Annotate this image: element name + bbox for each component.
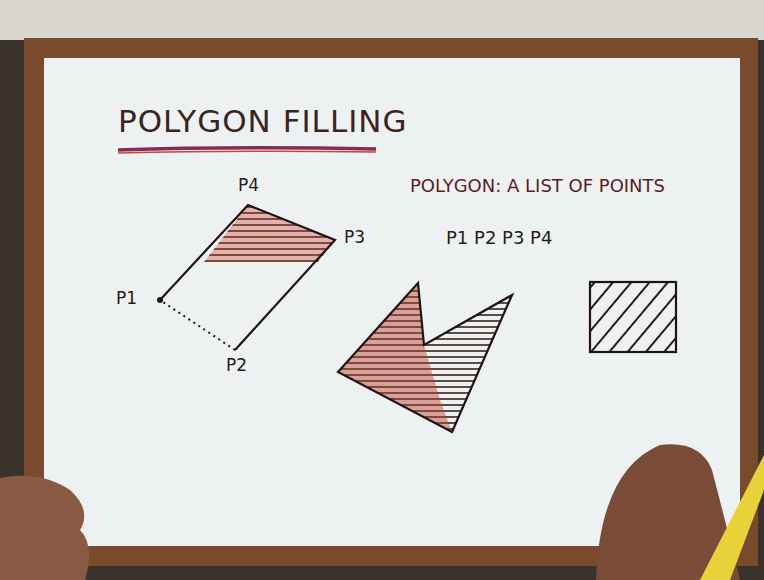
title-underline [118, 151, 376, 153]
point-label: P3 [344, 228, 365, 247]
point-label: P1 [116, 289, 137, 308]
point-label: P4 [238, 176, 259, 195]
note-text: POLYGON: A LIST OF POINTS [410, 176, 665, 196]
polygon-edge-dotted [160, 300, 235, 350]
hatch-fill [338, 283, 452, 432]
polygon-edge [160, 205, 335, 350]
title: POLYGON FILLING [118, 104, 408, 138]
hatch-fill [338, 283, 512, 432]
concave-polygon [338, 283, 512, 432]
left-hand [0, 476, 89, 580]
point-label: P2 [226, 356, 247, 375]
vertex-dot [157, 297, 163, 303]
point-list: P1 P2 P3 P4 [446, 228, 552, 248]
hatched-rectangle [590, 282, 676, 352]
title-underline [118, 148, 376, 150]
wall [0, 0, 764, 40]
marker [700, 455, 764, 580]
